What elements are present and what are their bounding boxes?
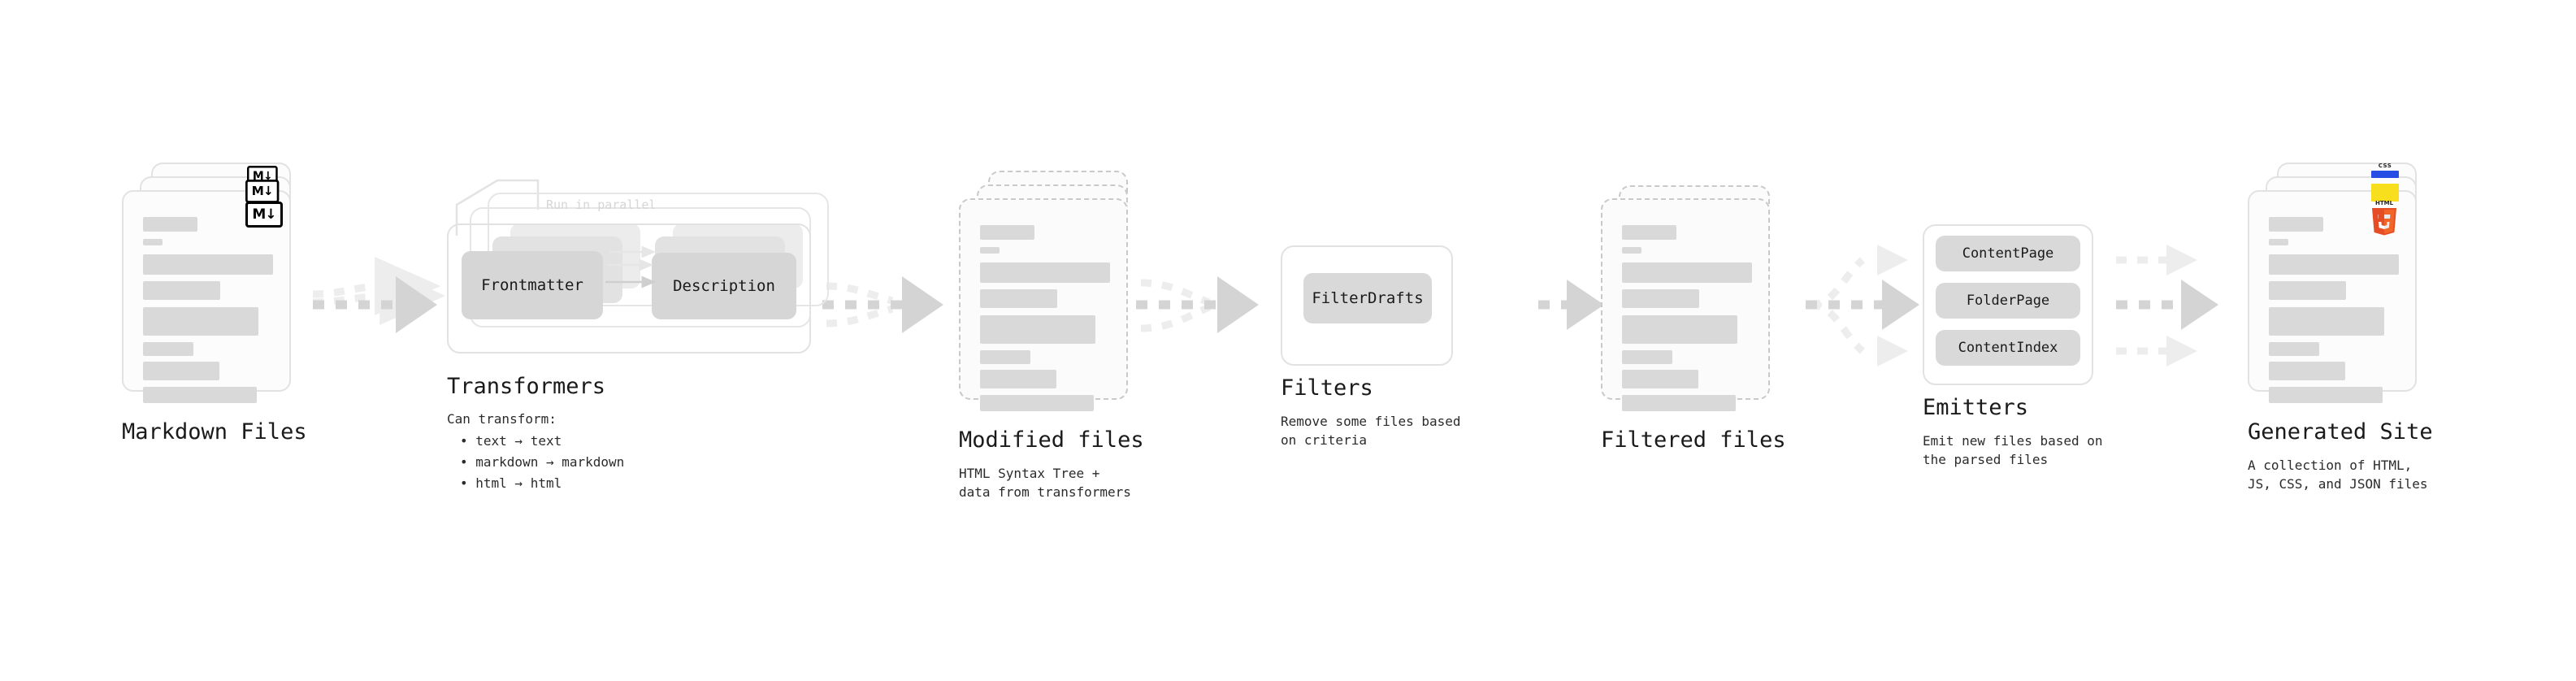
css-badge-label: CSS xyxy=(2378,163,2392,169)
run-in-parallel-label: Run in parallel xyxy=(546,197,657,212)
modified-files-title: Modified files xyxy=(959,427,1144,453)
doc-bar xyxy=(1622,350,1672,364)
connector-emitters-to-site xyxy=(2116,245,2218,367)
doc-bar xyxy=(2269,254,2399,275)
emitter-chip-contentpage[interactable]: ContentPage xyxy=(1936,236,2080,271)
emitter-chip-folderpage[interactable]: FolderPage xyxy=(1936,283,2080,319)
doc-bar xyxy=(1622,247,1641,254)
html5-badge: HTML xyxy=(2370,198,2399,236)
markdown-badge-icon: M↓ xyxy=(245,202,283,228)
doc-bar xyxy=(2269,307,2384,336)
doc-bar xyxy=(143,254,273,275)
doc-bar xyxy=(2269,281,2346,300)
emitters-title: Emitters xyxy=(1923,395,2029,420)
transformer-panel-front xyxy=(447,223,811,354)
filters-title: Filters xyxy=(1281,375,1373,401)
doc-bar xyxy=(2269,362,2345,380)
filter-chip-filterdrafts[interactable]: FilterDrafts xyxy=(1303,273,1432,323)
modified-files-stack xyxy=(959,171,1162,414)
doc-bar xyxy=(1622,225,1676,240)
doc-bar xyxy=(143,239,163,245)
doc-bar xyxy=(980,247,1000,254)
doc-bar xyxy=(1622,315,1737,344)
doc-bar xyxy=(980,262,1110,283)
doc-bar xyxy=(2269,342,2319,356)
doc-bar xyxy=(143,387,257,403)
filtered-files-title: Filtered files xyxy=(1601,427,1786,453)
transformers-bullet-2: • html → html xyxy=(460,475,562,491)
filtered-files-stack xyxy=(1601,185,1804,429)
modified-sheet-front xyxy=(959,198,1128,411)
transformer-pill-description[interactable]: Description xyxy=(652,253,796,319)
svg-text:HTML: HTML xyxy=(2375,200,2394,206)
doc-bar xyxy=(980,315,1095,344)
transformers-subtitle: Can transform: xyxy=(447,411,557,427)
doc-bar xyxy=(1622,370,1698,388)
filters-subtitle: Remove some files based on criteria xyxy=(1281,414,1461,448)
doc-bar xyxy=(1622,395,1736,411)
doc-bar xyxy=(980,289,1057,308)
doc-bar xyxy=(980,350,1030,364)
filtered-sheet-front xyxy=(1601,198,1770,411)
css-badge: CSS xyxy=(2371,163,2399,178)
doc-bar xyxy=(143,217,197,232)
doc-bar xyxy=(1622,289,1699,308)
doc-bar xyxy=(980,370,1056,388)
transformer-pill-frontmatter[interactable]: Frontmatter xyxy=(462,251,603,319)
doc-bar xyxy=(980,225,1034,240)
transformer-inner-arrows xyxy=(605,245,656,288)
connector-markdown-to-transformers xyxy=(312,257,446,333)
doc-bar xyxy=(980,395,1094,411)
markdown-badge-mid: M↓ xyxy=(245,180,280,203)
doc-bar xyxy=(2269,387,2383,403)
modified-files-subtitle: HTML Syntax Tree + data from transformer… xyxy=(959,466,1131,500)
emitters-subtitle: Emit new files based on the parsed files xyxy=(1923,433,2103,467)
doc-bar xyxy=(1622,262,1752,283)
transformers-title: Transformers xyxy=(447,374,606,399)
emitter-chip-contentindex[interactable]: ContentIndex xyxy=(1936,330,2080,366)
transformers-group: Frontmatter Description xyxy=(439,175,845,435)
doc-bar xyxy=(143,362,219,380)
transformers-bullet-1: • markdown → markdown xyxy=(460,454,625,470)
doc-bar xyxy=(2269,217,2323,232)
generated-site-title: Generated Site xyxy=(2248,419,2433,445)
generated-site-stack: CSS HTML xyxy=(2248,163,2459,406)
markdown-files-title: Markdown Files xyxy=(122,419,307,445)
transformers-bullet-0: • text → text xyxy=(460,433,562,449)
doc-bar xyxy=(143,342,193,356)
generated-site-subtitle: A collection of HTML, JS, CSS, and JSON … xyxy=(2248,458,2428,492)
connector-filters-to-filtered xyxy=(1538,280,1604,330)
markdown-files-stack: M↓ M↓ M↓ xyxy=(122,163,325,406)
doc-bar xyxy=(143,281,220,300)
doc-bar xyxy=(143,307,258,336)
doc-bar xyxy=(2269,239,2288,245)
connector-filtered-to-emitters xyxy=(1806,245,1919,367)
js-badge xyxy=(2371,184,2399,202)
